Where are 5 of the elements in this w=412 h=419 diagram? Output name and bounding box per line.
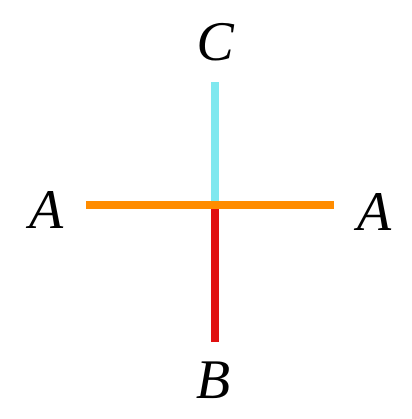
letter-label: B [191, 352, 235, 408]
letter-label: A [24, 182, 68, 238]
connector-line [86, 201, 334, 209]
letter-label: C [193, 14, 237, 70]
letter-label: A [352, 184, 396, 240]
